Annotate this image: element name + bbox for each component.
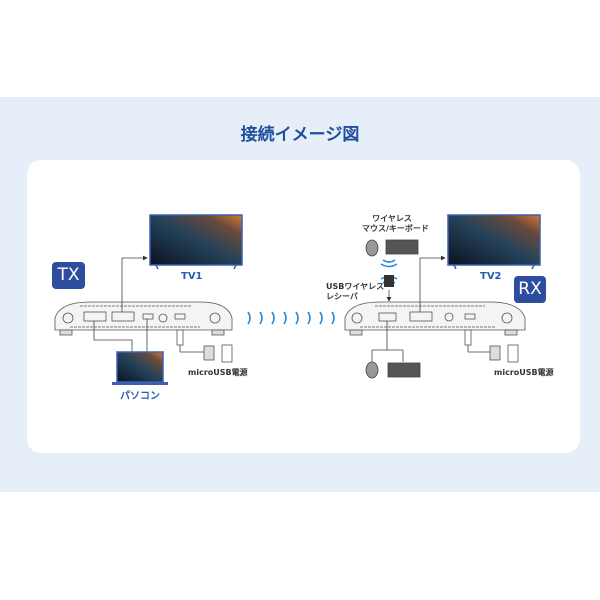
wireless-label-line2: マウス/キーボード (362, 224, 429, 233)
receiver-label-line2: レシーバ (326, 292, 358, 301)
wireless-label-line1: ワイヤレス (372, 214, 412, 223)
rx-power-adapter-icon (464, 329, 519, 363)
receiver-label-line1: USBワイヤレス (326, 282, 385, 291)
laptop-icon (112, 351, 168, 385)
tv1-icon (149, 214, 243, 270)
tx-device-icon (54, 301, 233, 336)
tv1-label: TV1 (181, 271, 203, 282)
wireless-mouse-keyboard-label: ワイヤレス マウス/キーボード (362, 214, 429, 234)
wireless-mouse-keyboard-icon (365, 239, 419, 257)
tx-power-label: microUSB電源 (188, 368, 248, 377)
usb-receiver-label: USBワイヤレス レシーバ (326, 282, 384, 302)
rx-badge: RX (514, 276, 546, 303)
wired-mouse-keyboard-icon (365, 361, 421, 379)
tv2-icon (447, 214, 541, 270)
page-title: 接続イメージ図 (240, 125, 360, 145)
usb-receiver-icon (384, 275, 394, 287)
tv2-label: TV2 (480, 271, 502, 282)
rx-power-label: microUSB電源 (494, 368, 554, 377)
rx-device-icon (344, 301, 526, 336)
connection-lines (93, 255, 490, 362)
tx-badge: TX (52, 262, 85, 289)
pc-label: パソコン (120, 391, 160, 402)
tx-power-adapter-icon (176, 329, 233, 363)
